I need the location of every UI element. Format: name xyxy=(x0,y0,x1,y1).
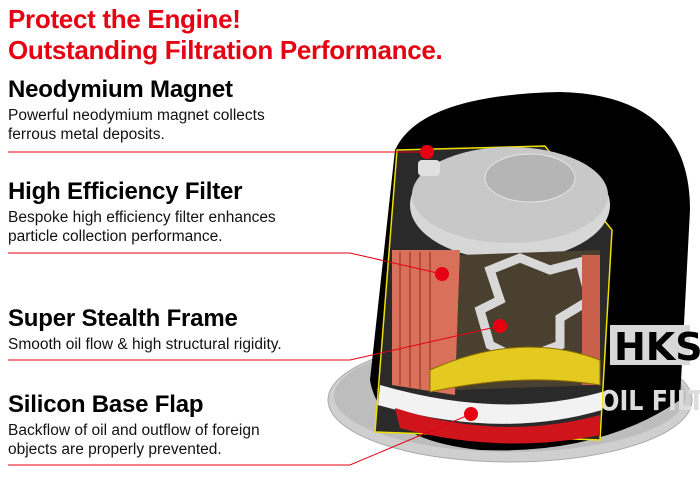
feature-title: Super Stealth Frame xyxy=(8,305,238,332)
filter-pleats xyxy=(399,252,431,391)
feature-description: Smooth oil flow & high structural rigidi… xyxy=(8,335,282,354)
callout-dot-frame xyxy=(493,319,507,333)
callout-dot-magnet xyxy=(420,145,434,159)
svg-text:OIL FILTER: OIL FILTER xyxy=(599,385,700,417)
description-line: Bespoke high efficiency filter enhances xyxy=(8,209,276,226)
description-line: objects are properly prevented. xyxy=(8,441,222,458)
callout-dot-flap xyxy=(464,407,478,421)
feature-neodymium-magnet: Neodymium Magnet Powerful neodymium magn… xyxy=(8,76,265,144)
feature-title: Silicon Base Flap xyxy=(8,391,204,418)
feature-super-stealth-frame: Super Stealth Frame Smooth oil flow & hi… xyxy=(8,305,282,354)
base-flap xyxy=(395,408,600,444)
filter-media-right xyxy=(582,255,600,385)
description-line: Backflow of oil and outflow of foreign xyxy=(8,422,260,439)
description-line: Powerful neodymium magnet collects xyxy=(8,107,265,124)
pleated-ring xyxy=(429,346,601,393)
filter-media xyxy=(392,250,460,395)
headline-line-1: Protect the Engine! xyxy=(8,4,241,34)
callout-dot-filter xyxy=(435,267,449,281)
headline-line-2: Outstanding Filtration Performance. xyxy=(8,35,443,65)
feature-title: Neodymium Magnet xyxy=(8,76,233,103)
stealth-frame xyxy=(474,253,596,365)
svg-text:HKS: HKS xyxy=(614,325,700,369)
white-band xyxy=(378,385,602,424)
center-ring xyxy=(484,153,576,203)
hks-logo: HKS OIL FILTER xyxy=(599,325,700,418)
callout-lines xyxy=(8,151,501,466)
feature-description: Bespoke high efficiency filter enhances p… xyxy=(8,208,276,246)
description-line: ferrous metal deposits. xyxy=(8,126,165,143)
magnet xyxy=(418,160,440,176)
feature-description: Powerful neodymium magnet collects ferrou… xyxy=(8,106,265,144)
feature-high-efficiency-filter: High Efficiency Filter Bespoke high effi… xyxy=(8,178,276,246)
headline: Protect the Engine! Outstanding Filtrati… xyxy=(8,4,443,66)
feature-description: Backflow of oil and outflow of foreign ob… xyxy=(8,421,260,459)
description-line: particle collection performance. xyxy=(8,228,223,245)
feature-silicon-base-flap: Silicon Base Flap Backflow of oil and ou… xyxy=(8,391,260,459)
description-line: Smooth oil flow & high structural rigidi… xyxy=(8,336,282,353)
feature-title: High Efficiency Filter xyxy=(8,178,243,205)
